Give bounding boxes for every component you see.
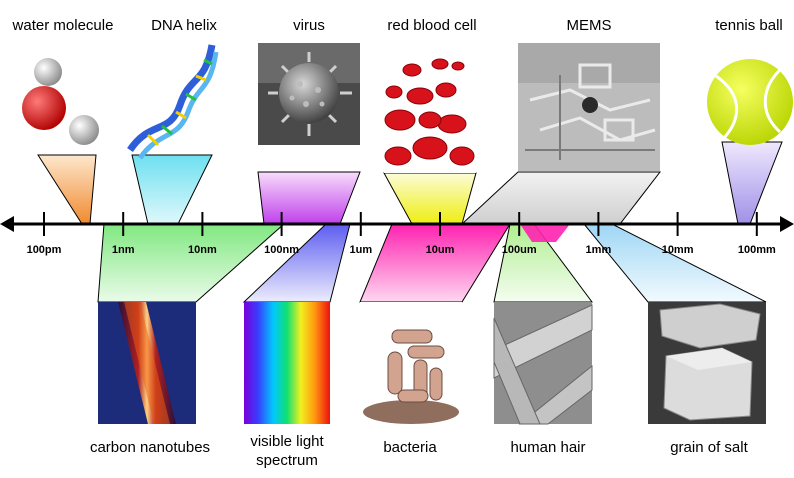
human-hair-image (493, 302, 593, 425)
axis-tick-label: 10um (425, 244, 455, 256)
axis-tick-label: 100pm (26, 244, 62, 256)
water-molecule-image (22, 58, 99, 145)
virus-funnel (257, 171, 361, 225)
label-visible-light-line-2: spectrum (256, 452, 318, 469)
axis-tick-label: 10nm (188, 244, 217, 256)
label-red-blood-cell: red blood cell (387, 17, 477, 34)
label-grain-of-salt: grain of salt (670, 439, 748, 456)
axis-right-arrow-icon (780, 216, 794, 232)
axis-ticks (43, 212, 758, 236)
red-blood-cell-image (384, 43, 476, 173)
label-virus: virus (293, 17, 325, 34)
axis-tick-label: 1um (349, 244, 373, 256)
label-visible-light-line-1: visible light (250, 433, 324, 450)
salt-funnel (582, 223, 767, 303)
mems-image (518, 43, 660, 171)
axis-tick-label: 100mm (737, 244, 776, 256)
carbon-nanotubes-image (98, 302, 196, 424)
label-water-molecule: water molecule (12, 17, 114, 34)
label-mems: MEMS (566, 17, 612, 34)
dna-funnel (131, 154, 213, 225)
water-funnel (37, 154, 97, 225)
rbc-funnel (383, 172, 477, 225)
tennis-ball-image (707, 59, 793, 145)
grain-of-salt-image (648, 302, 766, 424)
label-visible-light-spectrum: visible light spectrum (232, 432, 342, 470)
dna-helix-image (127, 44, 219, 160)
axis-tick-label: 100um (501, 244, 537, 256)
axis-tick-label: 10mm (661, 244, 694, 256)
axis-tick-label: 1nm (111, 244, 135, 256)
virus-image (258, 43, 360, 145)
label-human-hair: human hair (510, 439, 586, 456)
axis-tick-label: 1mm (585, 244, 612, 256)
bacteria-funnel (359, 223, 511, 303)
bacteria-image (360, 302, 462, 424)
label-tennis-ball: tennis ball (715, 17, 783, 34)
visible-spectrum-image (244, 302, 330, 424)
label-dna-helix: DNA helix (151, 17, 217, 34)
axis-left-arrow-icon (0, 216, 14, 232)
mems-funnel (460, 171, 662, 225)
tennis-funnel (721, 141, 783, 225)
label-bacteria: bacteria (383, 439, 437, 456)
label-carbon-nanotubes: carbon nanotubes (89, 439, 211, 456)
bacteria-band (520, 224, 570, 242)
axis-tick-label: 100nm (264, 244, 300, 256)
